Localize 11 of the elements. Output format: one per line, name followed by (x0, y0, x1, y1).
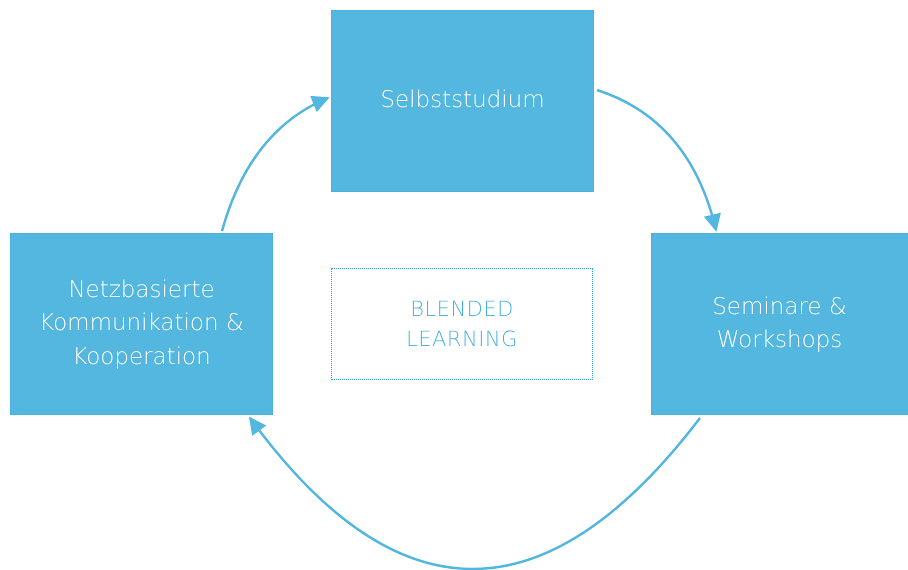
process-box (651, 233, 908, 415)
process-box (10, 233, 273, 415)
box-label: Netzbasierte Kommunikation & Kooperation (38, 276, 245, 372)
curved-arrow (596, 88, 720, 232)
box-label: Selbststudium (380, 86, 545, 116)
box-label: Seminare & Workshops (711, 292, 848, 355)
curved-arrow (220, 96, 330, 232)
center-box (331, 268, 593, 380)
process-box (331, 10, 594, 192)
curved-arrow (248, 416, 701, 570)
box-label: BLENDED LEARNING (405, 296, 519, 353)
